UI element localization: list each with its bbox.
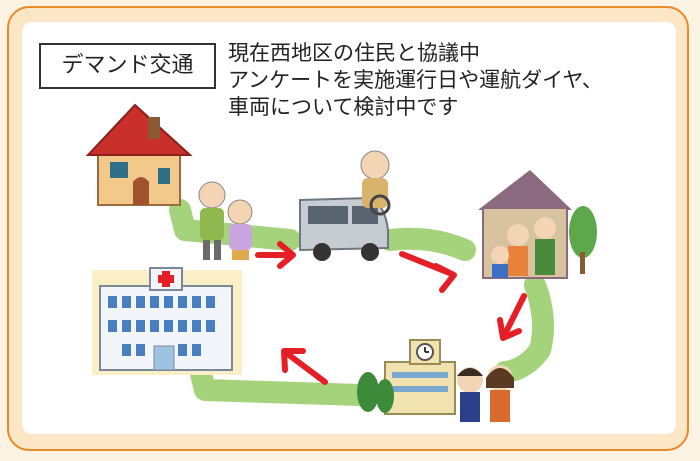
family-home-icon	[478, 170, 597, 279]
demand-transport-label: デマンド交通	[39, 43, 216, 89]
arrow-down-icon	[497, 293, 527, 341]
description-line-1: 現在西地区の住民と協議中	[228, 41, 480, 65]
description-line-2: アンケートを実施運行日や運航ダイヤ、	[228, 68, 603, 92]
students-icon	[457, 365, 514, 422]
school-icon	[357, 339, 456, 415]
driver-icon	[360, 150, 391, 216]
arrow-right-1-icon	[255, 241, 296, 269]
hospital-icon	[92, 267, 242, 375]
arrow-right-2-icon	[399, 251, 457, 293]
description-line-3: 車両について検討中です	[228, 95, 459, 119]
route-arrows	[255, 241, 527, 385]
description-text: 現在西地区の住民と協議中 アンケートを実施運行日や運航ダイヤ、 車両について検討…	[228, 40, 678, 121]
elderly-couple-icon	[198, 181, 253, 260]
arrow-up-left-icon	[281, 348, 328, 385]
house-icon	[85, 103, 193, 206]
